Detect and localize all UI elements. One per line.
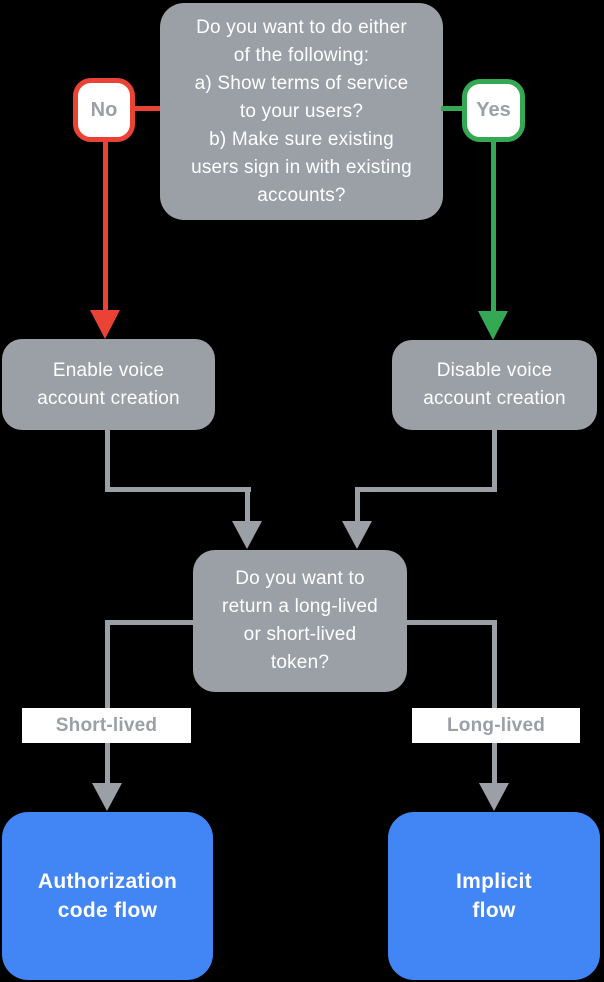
- edge-disable-elbow-line: [355, 487, 497, 492]
- edge-label-short-lived: Short-lived: [22, 708, 191, 743]
- edge-long-horizontal-line: [407, 620, 497, 625]
- edge-enable-drop-line: [245, 487, 250, 522]
- badge-no-label: No: [90, 98, 118, 121]
- arrowhead-yes-icon: [478, 311, 508, 340]
- node-token-question-text: Do you want to return a long-lived or sh…: [222, 568, 378, 673]
- node-implicit-flow: Implicit flow: [388, 812, 600, 980]
- edge-no-horizontal-line: [133, 106, 160, 111]
- edge-no-vertical-line: [103, 140, 108, 311]
- edge-enable-elbow-line: [105, 487, 251, 492]
- arrowhead-long-icon: [479, 783, 509, 811]
- edge-yes-vertical-line: [491, 140, 496, 312]
- node-top-question-text: Do you want to do either of the followin…: [191, 16, 412, 206]
- node-authorization-code-flow: Authorization code flow: [2, 812, 213, 980]
- badge-yes-label: Yes: [476, 99, 511, 121]
- edge-long-vertical-line-2: [492, 743, 497, 784]
- node-authorization-code-flow-text: Authorization code flow: [37, 870, 178, 922]
- node-enable-voice: Enable voice account creation: [2, 339, 215, 430]
- edge-label-long-lived: Long-lived: [412, 708, 580, 743]
- node-implicit-flow-text: Implicit flow: [456, 870, 532, 922]
- edge-label-long-lived-text: Long-lived: [446, 714, 546, 736]
- edge-label-short-lived-text: Short-lived: [55, 714, 158, 736]
- edge-short-vertical-line: [105, 620, 110, 708]
- edge-yes-horizontal-line: [441, 106, 462, 111]
- arrowhead-disable-icon: [342, 521, 372, 549]
- node-token-question: Do you want to return a long-lived or sh…: [193, 550, 407, 692]
- edge-disable-down-line: [492, 430, 497, 492]
- edge-long-vertical-line: [492, 620, 497, 708]
- edge-short-vertical-line-2: [105, 743, 110, 784]
- node-top-question: Do you want to do either of the followin…: [160, 3, 443, 220]
- node-enable-voice-text: Enable voice account creation: [37, 359, 180, 409]
- arrowhead-short-icon: [92, 783, 122, 811]
- edge-short-horizontal-line: [105, 620, 193, 625]
- edge-disable-drop-line: [355, 487, 360, 522]
- node-disable-voice: Disable voice account creation: [392, 340, 597, 430]
- badge-yes: Yes: [462, 79, 525, 142]
- node-disable-voice-text: Disable voice account creation: [423, 360, 566, 409]
- arrowhead-enable-icon: [232, 521, 262, 549]
- edge-enable-down-line: [105, 430, 110, 492]
- arrowhead-no-icon: [90, 310, 120, 339]
- badge-no: No: [73, 78, 135, 142]
